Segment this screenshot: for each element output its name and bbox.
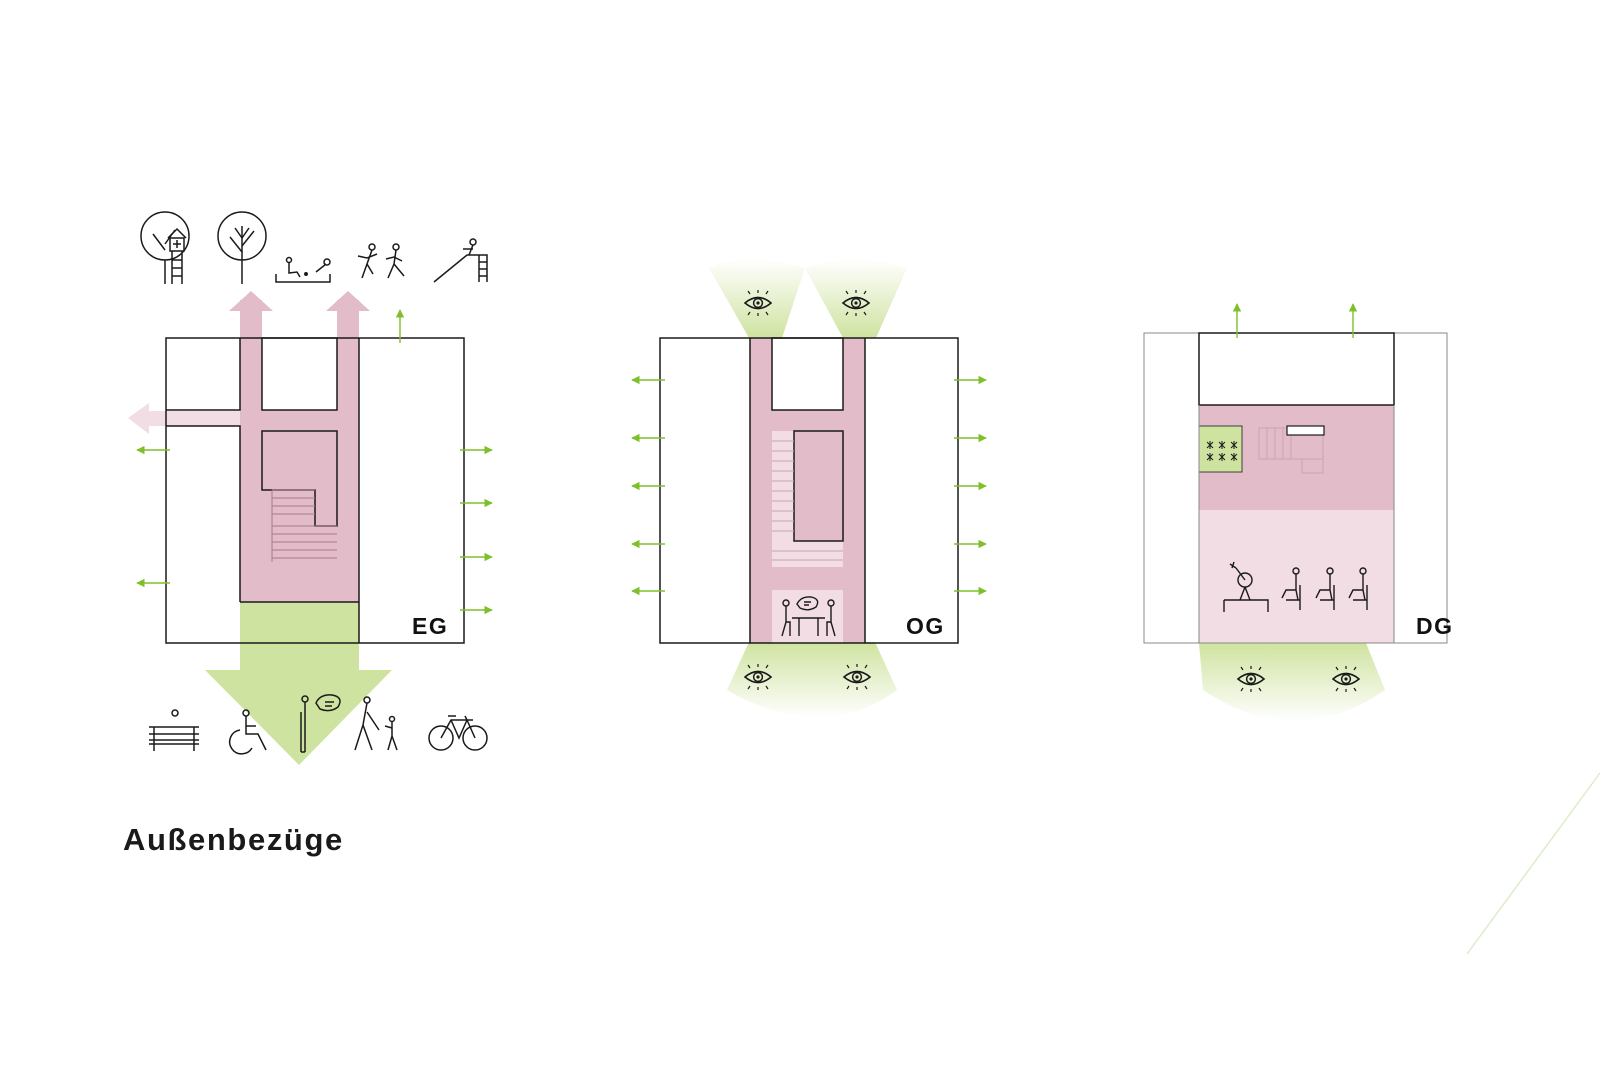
- dg-walls: [1143, 332, 1448, 644]
- eg-light-arrow-west: [128, 403, 149, 434]
- dg-plants: [1206, 441, 1238, 461]
- person-talking-icon: [300, 694, 341, 753]
- eg-circulation: [128, 291, 370, 602]
- og-stairs: [772, 440, 843, 561]
- children-playing-icon: [357, 243, 405, 279]
- person-with-child-icon: [354, 696, 398, 751]
- dg-skylight: [1286, 425, 1325, 436]
- eg-green-arrow: [205, 602, 392, 765]
- dg-garden-bed: [1198, 425, 1243, 473]
- bicycle-icon: [428, 715, 488, 751]
- treehouse-icon: [140, 211, 190, 284]
- plan-label-og: OG: [906, 613, 945, 639]
- eg-icons-top: [140, 211, 488, 284]
- chair-icon: [1281, 567, 1301, 610]
- og-walls: [659, 337, 959, 644]
- dg-performance: [1223, 561, 1368, 612]
- chair-icon: [1348, 567, 1368, 610]
- eg-pink-arrow-right: [326, 291, 370, 311]
- tree-icon: [217, 211, 267, 284]
- decorative-line: [1466, 772, 1600, 955]
- plan-label-dg: DG: [1416, 613, 1454, 639]
- dg-view-cone: [1199, 643, 1385, 721]
- page-title: Außenbezüge: [123, 822, 344, 857]
- og-view-arrows: [631, 375, 987, 596]
- eg-pink-arrow-left: [229, 291, 273, 311]
- plan-label-eg: EG: [412, 613, 448, 639]
- bench-icon: [149, 709, 199, 751]
- plan-eg: EG: [128, 211, 493, 765]
- slide-icon: [433, 238, 488, 283]
- sandbox-icon: [275, 256, 331, 283]
- chair-icon: [1315, 567, 1335, 610]
- eg-stairs: [271, 489, 337, 562]
- dining-table-icon: [781, 596, 836, 637]
- eg-icons-bottom: [149, 694, 488, 755]
- plan-og: OG: [631, 259, 987, 718]
- eg-view-arrows: [136, 309, 493, 615]
- dg-view-arrows: [1232, 303, 1358, 338]
- wheelchair-icon: [228, 709, 267, 755]
- musician-icon: [1223, 561, 1269, 612]
- plan-dg: DG: [1143, 303, 1454, 721]
